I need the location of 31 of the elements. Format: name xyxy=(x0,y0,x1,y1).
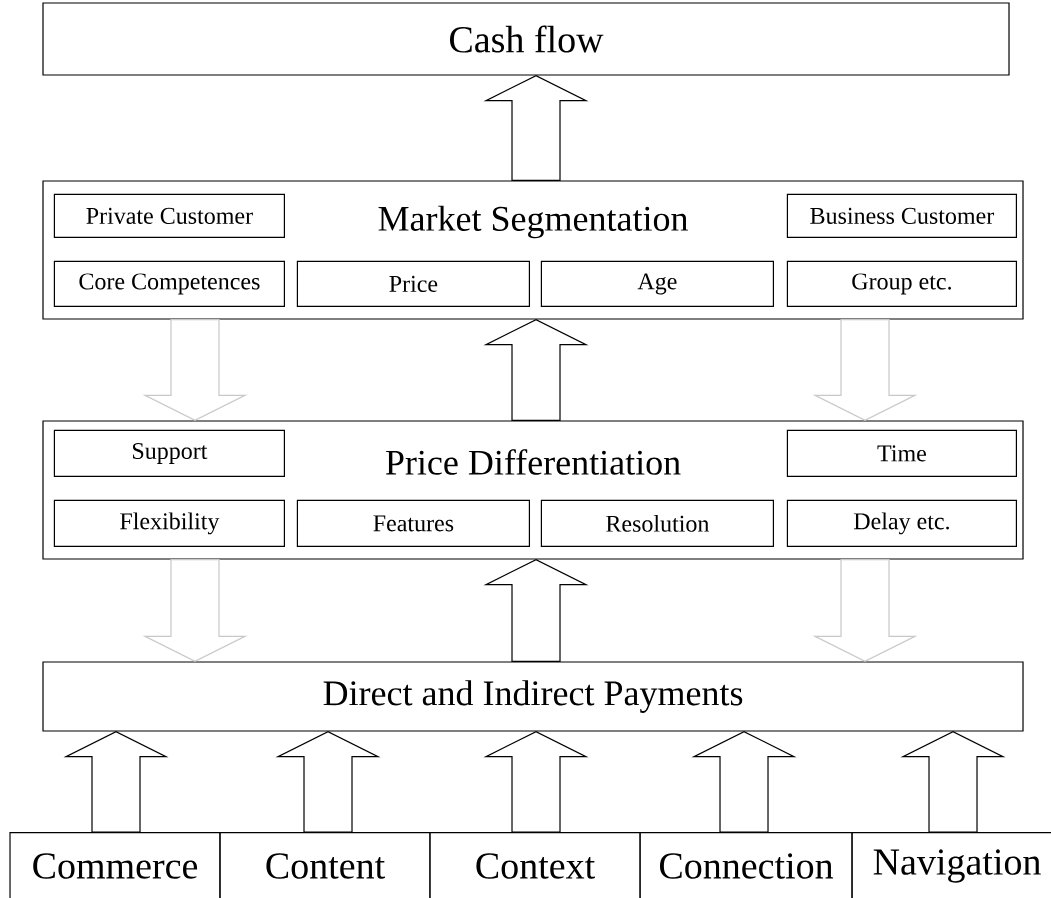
text-box: Features xyxy=(296,499,530,547)
text-box: Flexibility xyxy=(53,499,285,547)
text-box: Group etc. xyxy=(786,260,1017,307)
text-box: Cash flow xyxy=(42,2,1010,76)
text-box: Support xyxy=(53,429,285,477)
block-arrow xyxy=(483,318,589,421)
category-cell: Content xyxy=(219,832,431,898)
block-arrow xyxy=(142,319,248,422)
block-arrow xyxy=(812,319,918,422)
category-cell: Navigation xyxy=(851,832,1051,898)
text-box: Price xyxy=(296,260,530,307)
block-arrow xyxy=(812,559,918,663)
block-arrow xyxy=(483,730,589,833)
text-box: Core Competences xyxy=(53,260,285,307)
block-arrow xyxy=(691,730,797,833)
text-box: Resolution xyxy=(540,499,774,547)
text-box: Private Customer xyxy=(53,193,285,238)
text-box: Age xyxy=(540,260,774,307)
block-arrow xyxy=(483,558,589,662)
text-box: Time xyxy=(786,429,1017,477)
block-arrow xyxy=(63,730,169,833)
category-cell: Connection xyxy=(639,832,853,898)
block-arrow xyxy=(275,730,381,833)
block-arrow xyxy=(142,559,248,663)
text-box: Business Customer xyxy=(786,193,1017,238)
block-arrow xyxy=(900,730,1006,833)
category-cell: Context xyxy=(429,832,641,898)
category-cell: Commerce xyxy=(9,832,221,898)
block-arrow xyxy=(483,74,589,181)
text-box: Delay etc. xyxy=(786,499,1017,547)
text-box: Direct and Indirect Payments xyxy=(42,661,1024,732)
